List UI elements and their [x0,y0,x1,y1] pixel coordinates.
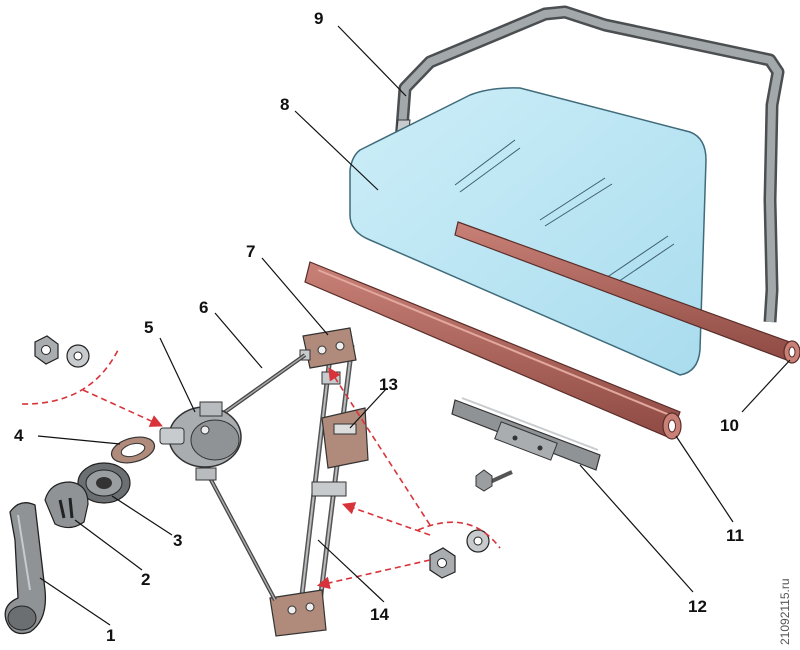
callout-5: 5 [144,318,153,337]
washer-icon [66,344,90,368]
callout-11: 11 [726,526,744,545]
handle-socket [77,462,131,504]
callout-labels: 1 2 3 4 5 6 7 8 9 10 11 12 13 14 [14,9,744,645]
callout-3: 3 [173,531,182,550]
callout-14: 14 [370,605,389,624]
nut-icon [34,335,59,365]
callout-8: 8 [280,95,289,114]
spacer-ring [110,436,156,464]
leader-lines [37,25,791,626]
watermark-text: 21092115.ru [778,578,792,645]
window-crank-handle [4,502,47,635]
lower-pulley-bracket [269,589,327,637]
regulator-drive [159,401,242,481]
site-watermark: 21092115.ru [776,545,798,645]
callout-7: 7 [246,242,255,261]
callout-12: 12 [688,597,707,616]
inner-belt-seal [304,261,682,440]
arc-left [21,349,119,405]
regulator-cables [208,353,307,601]
callout-2: 2 [141,570,150,589]
arc-right [417,521,501,549]
callout-9: 9 [314,9,323,28]
callout-1: 1 [106,626,115,645]
callout-4: 4 [14,426,24,445]
door-glass [349,87,707,376]
bolt-icon [475,469,513,492]
glass-guide-channel [451,397,601,471]
upper-pulley-bracket [299,327,357,369]
washer-icon [466,529,490,553]
outer-belt-seal [454,221,800,364]
handle-collar [44,481,89,529]
nut-icon [429,547,456,579]
callout-10: 10 [720,416,739,435]
callout-6: 6 [199,298,208,317]
assembly-arrows [21,349,501,590]
callout-13: 13 [379,375,398,394]
